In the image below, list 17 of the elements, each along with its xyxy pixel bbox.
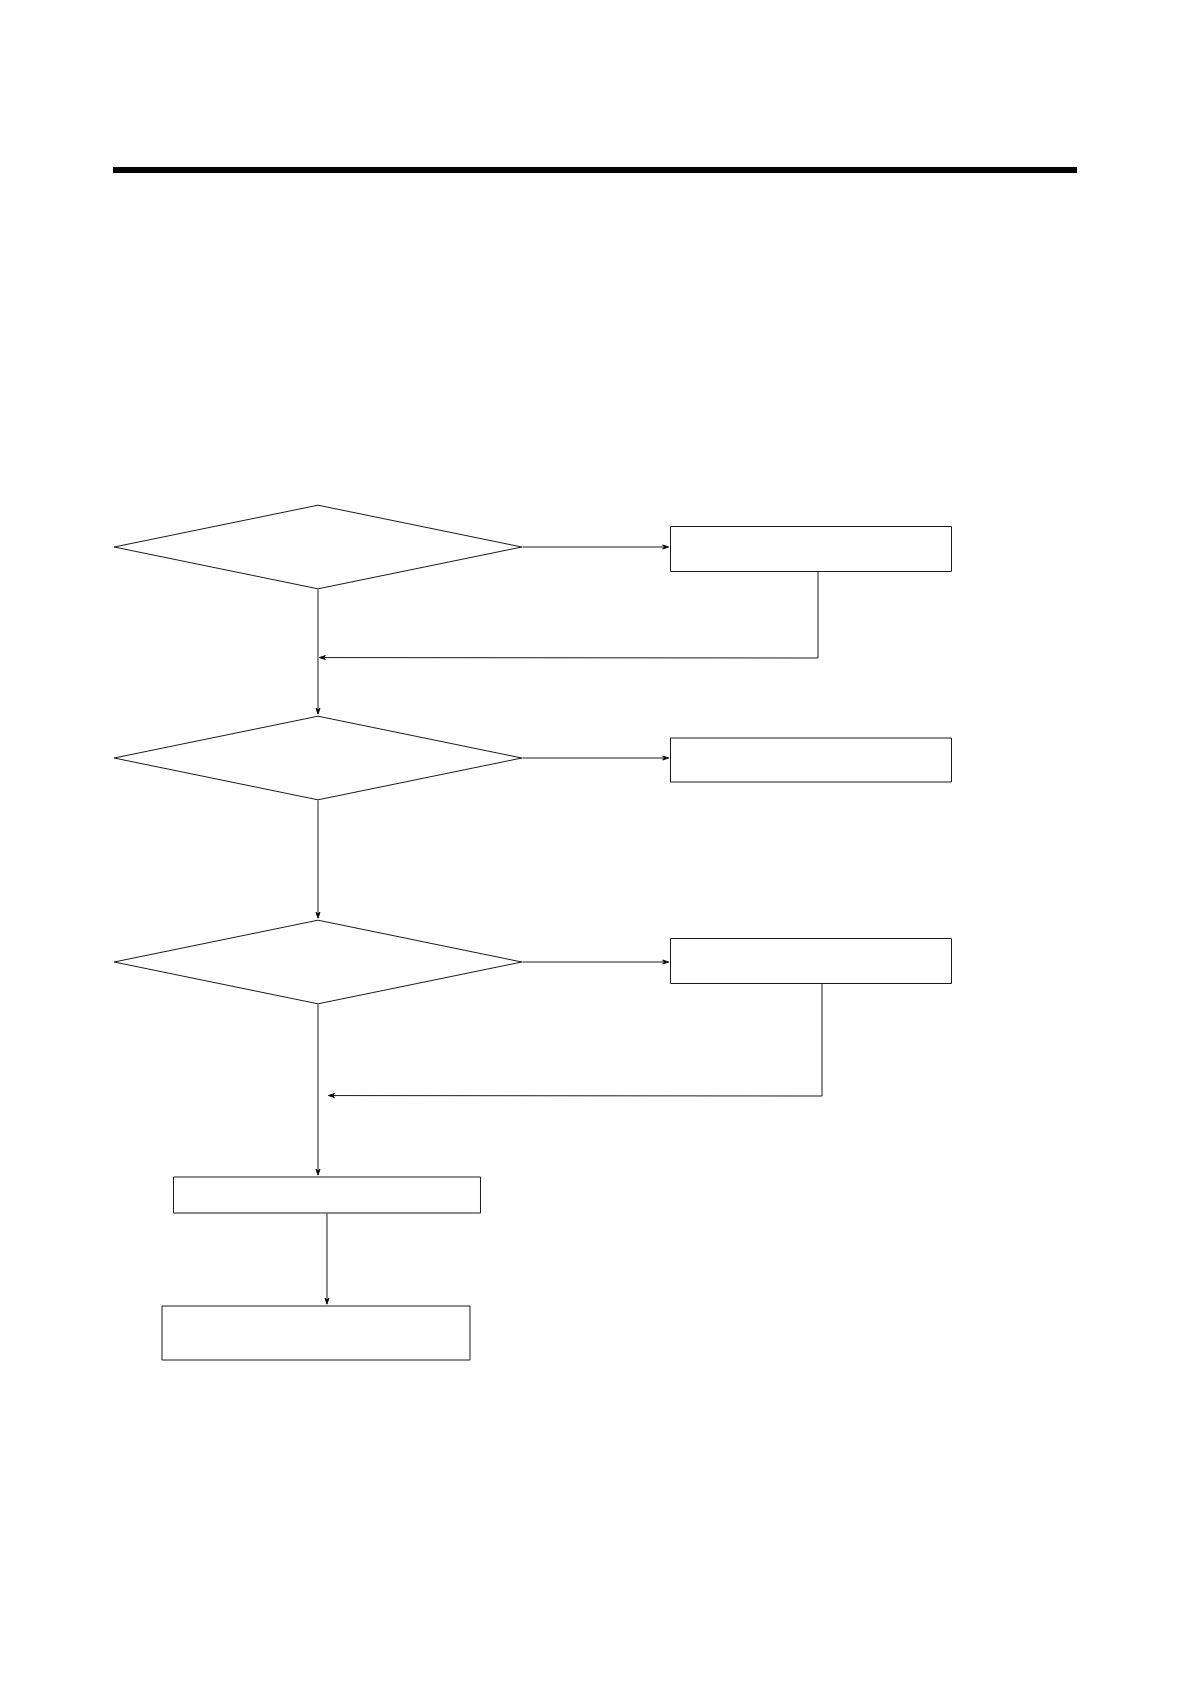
process-box: [670, 526, 952, 572]
arrow: [522, 755, 670, 761]
arrow: [315, 800, 321, 919]
arrow: [327, 983, 823, 1099]
process-box: [670, 737, 952, 783]
arrow: [522, 959, 670, 965]
decision-diamond: [113, 715, 523, 801]
process-box: [161, 1305, 471, 1361]
arrow: [318, 571, 819, 661]
arrow: [522, 544, 670, 550]
arrow: [315, 589, 321, 715]
process-box: [173, 1176, 481, 1214]
arrow: [315, 1004, 321, 1176]
arrow: [324, 1213, 330, 1305]
process-box: [670, 938, 952, 984]
decision-diamond: [113, 504, 523, 590]
decision-diamond: [113, 919, 523, 1005]
